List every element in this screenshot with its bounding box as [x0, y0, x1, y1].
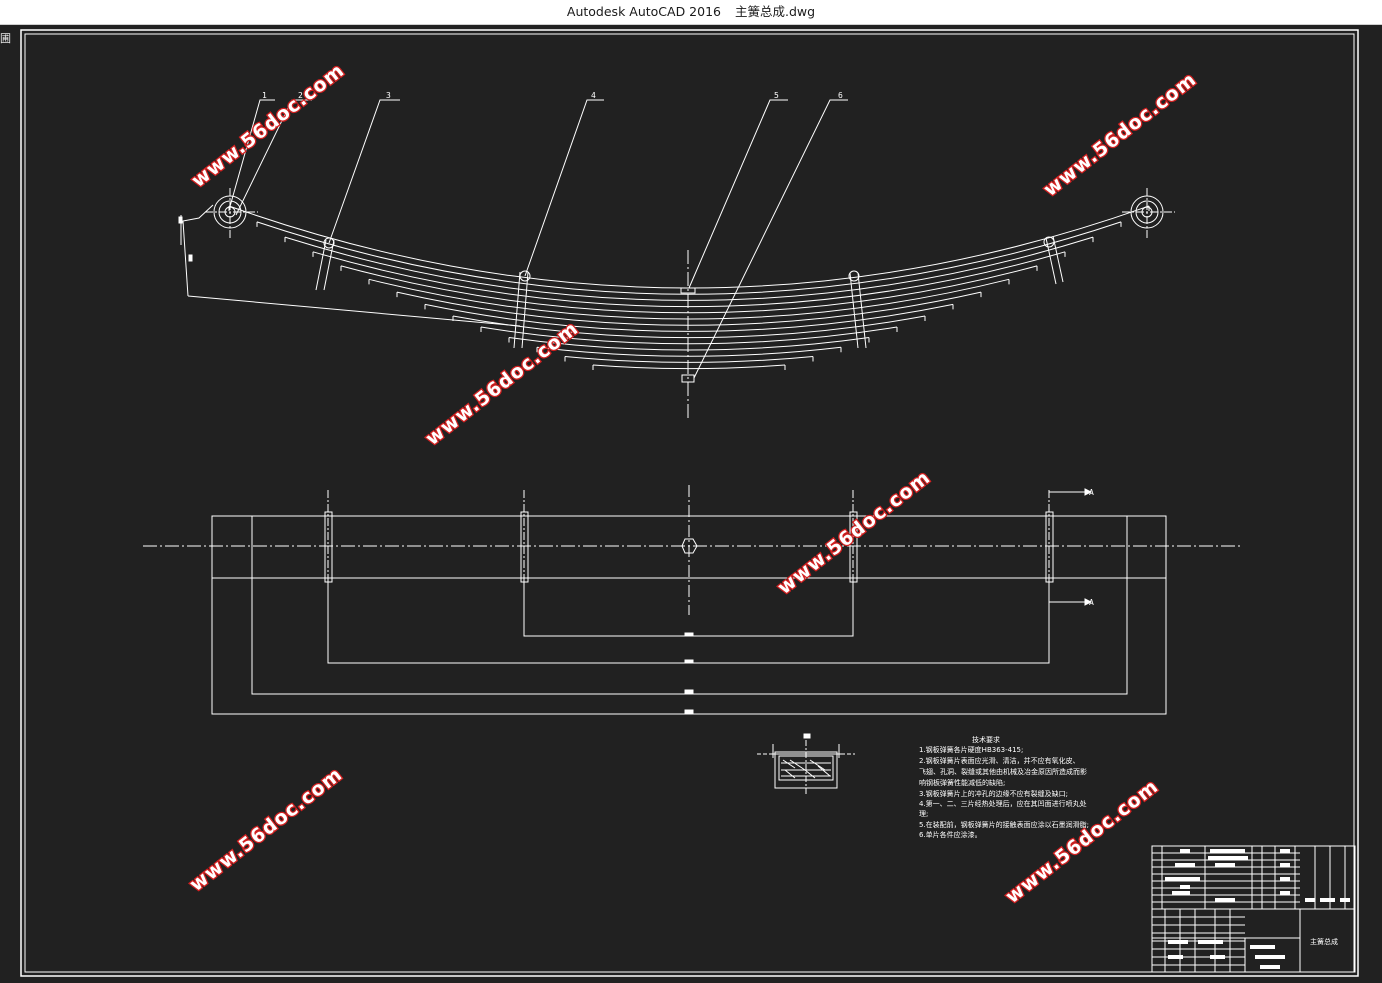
title-block — [1151, 845, 1356, 973]
watermark: www.56doc.com — [774, 466, 935, 599]
note-line: 响钢板弹簧性能减低的缺陷; — [919, 778, 1005, 787]
outer-frame — [20, 29, 1359, 977]
section-a-a — [757, 733, 855, 795]
note-line: 4.第一、二、三片经热处理后，应在其凹面进行喷丸处 — [919, 799, 1087, 808]
balloon-labels: 1 2 3 4 5 6 A A — [262, 91, 1094, 607]
section-marker-top: A — [1089, 488, 1094, 497]
balloon-leaders — [228, 99, 848, 379]
balloon-6: 6 — [838, 91, 843, 100]
spring-leaf — [340, 265, 1038, 314]
note-line: 2.钢板弹簧片表面应光滑、清洁，并不应有氧化皮、 — [919, 756, 1080, 765]
spring-leaf — [284, 236, 1094, 301]
drawing-canvas[interactable] — [0, 25, 1382, 983]
balloon-5: 5 — [774, 91, 779, 100]
balloon-1: 1 — [262, 91, 267, 100]
section-marker-bottom: A — [1089, 598, 1094, 607]
spring-leaf — [312, 251, 1066, 308]
system-menu-icon[interactable]: 圃 — [0, 32, 11, 45]
spring-leaf — [228, 205, 1150, 289]
spring-leaf — [396, 291, 982, 326]
spring-eye-right — [1122, 188, 1175, 238]
title-block-drawing-name: 主簧总成 — [1310, 937, 1338, 946]
balloon-2: 2 — [298, 91, 303, 100]
balloon-3: 3 — [386, 91, 391, 100]
notes-title: 技术要求 — [972, 735, 1000, 744]
file-name: 主簧总成.dwg — [735, 4, 816, 19]
spring-leaf — [536, 346, 842, 357]
window-title-bar: Autodesk AutoCAD 2016 主簧总成.dwg — [0, 0, 1382, 25]
note-line: 1.钢板弹簧各片硬度HB363-415; — [919, 745, 1023, 754]
app-title: Autodesk AutoCAD 2016 — [566, 4, 721, 19]
spring-leaf — [368, 278, 1010, 320]
note-line: 6.单片各件应涂漆。 — [919, 830, 982, 839]
leaf-spring-elevation — [228, 205, 1150, 371]
inner-frame — [24, 33, 1355, 973]
spring-leaf — [508, 336, 870, 351]
note-line: 飞翅、孔洞、裂缝或其他由机械及冶金原因所造成而影 — [919, 767, 1087, 776]
watermark: www.56doc.com — [188, 59, 349, 192]
note-line: 理; — [919, 810, 928, 818]
balloon-4: 4 — [591, 91, 596, 100]
spring-leaf — [564, 355, 814, 363]
watermark: www.56doc.com — [422, 317, 583, 450]
spring-leaf — [480, 326, 898, 345]
watermark: www.56doc.com — [1040, 68, 1201, 201]
spring-leaf — [256, 221, 1122, 295]
leaf-spring-plan — [143, 485, 1240, 715]
spring-leaf — [592, 364, 786, 370]
note-line: 3.钢板弹簧片上的冲孔的边缘不应有裂缝及缺口; — [919, 789, 1068, 798]
note-line: 5.在装配前，钢板弹簧片的接触表面应涂以石墨润滑脂; — [919, 820, 1089, 829]
spring-clips — [315, 235, 1064, 349]
watermarks: www.56doc.com www.56doc.com www.56doc.co… — [184, 58, 1202, 909]
technical-notes: 技术要求 1.钢板弹簧各片硬度HB363-415; 2.钢板弹簧片表面应光滑、清… — [919, 735, 1089, 839]
spring-eye-left — [205, 188, 258, 238]
spring-leaf — [424, 303, 954, 332]
watermark: www.56doc.com — [186, 763, 347, 896]
